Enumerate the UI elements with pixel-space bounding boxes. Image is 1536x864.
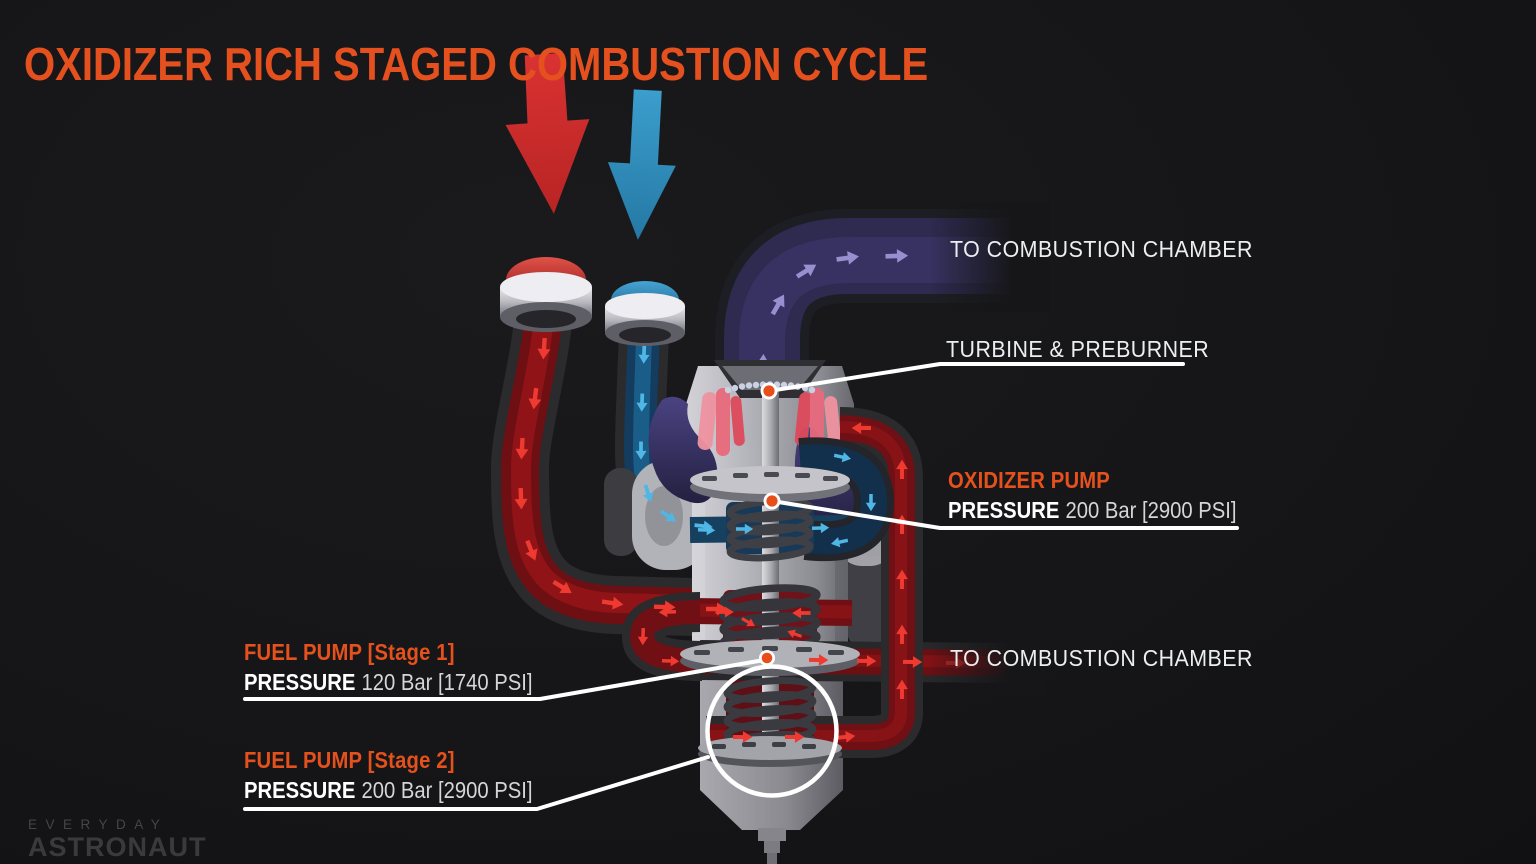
oxidizer-impeller-disc (690, 466, 850, 502)
oxidizer-pump-dot (763, 492, 781, 510)
oxidizer-inlet-pipe (490, 289, 776, 638)
stage2-highlight-circle (705, 664, 839, 798)
turbine-preburner-leader-line (767, 362, 1185, 393)
fuel-pump-stage2-title: FUEL PUMP [Stage 2] (244, 747, 455, 773)
logo-line-astronaut: ASTRONAUT (28, 831, 207, 862)
oxidizer-inlet-arrow-icon (505, 52, 590, 214)
page-title: OXIDIZER RICH STAGED COMBUSTION CYCLE (24, 37, 929, 90)
fuel-pump-stage1-title: FUEL PUMP [Stage 1] (244, 639, 455, 665)
everyday-astronaut-logo: EVERYDAY ASTRONAUT (28, 818, 207, 861)
label-to-combustion-chamber-top: TO COMBUSTION CHAMBER (950, 236, 1253, 262)
fuel-stage1-leader-line (243, 658, 766, 701)
callout-dots (759, 382, 781, 666)
fuel-inlet-arrow-icon (607, 89, 676, 240)
pump-rotor-assembly (680, 390, 860, 767)
fuel-stage2-leader-line (243, 755, 710, 811)
exhaust-duct (715, 202, 1050, 452)
fuel-inlet-fitting (605, 281, 685, 346)
oxidizer-inlet-fitting (500, 257, 592, 332)
callout-overlay (243, 362, 1239, 811)
oxidizer-pump-title: OXIDIZER PUMP (948, 467, 1110, 493)
oxidizer-pump-leader-line (770, 499, 1239, 530)
label-to-combustion-chamber-bottom: TO COMBUSTION CHAMBER (950, 645, 1253, 671)
fuel-stage2-disc (698, 736, 842, 767)
logo-line-everyday: EVERYDAY (28, 817, 169, 832)
label-turbine-preburner: TURBINE & PREBURNER (946, 336, 1210, 362)
pipe-fade (928, 628, 1046, 696)
turbine-preburner-dot (760, 382, 778, 400)
fuel-stage1-dot (759, 650, 775, 666)
